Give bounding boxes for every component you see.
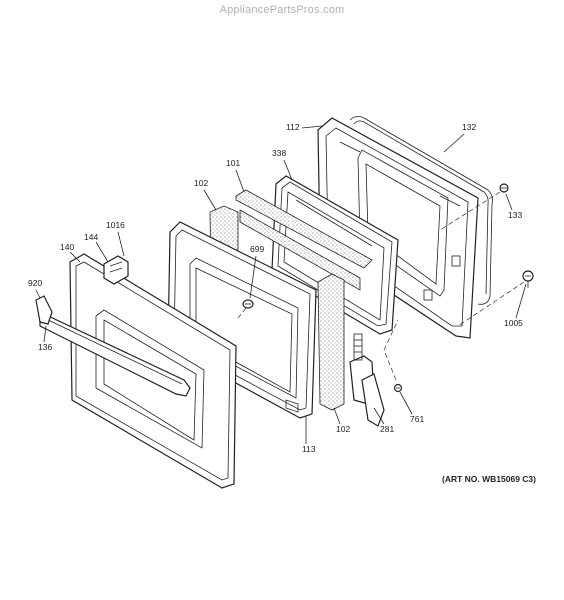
callout-102-lower: 102	[336, 424, 350, 434]
hinge-assembly	[349, 333, 385, 427]
art-number: (ART NO. WB15069 C3)	[442, 474, 536, 484]
insulation-bottom-strip	[239, 209, 361, 291]
insulation-right	[317, 273, 345, 411]
callout-112: 112	[286, 122, 300, 132]
callout-699: 699	[250, 244, 264, 254]
callout-920: 920	[28, 278, 42, 288]
screw-133	[499, 183, 509, 193]
callout-102-upper: 102	[194, 178, 208, 188]
callouts: 112 132 338 101 102 133 1016 144 140 699…	[28, 122, 527, 454]
callout-1016: 1016	[106, 220, 125, 230]
insulation-top	[235, 189, 373, 269]
callout-140: 140	[60, 242, 74, 252]
screw-1005	[522, 270, 534, 288]
callout-133: 133	[508, 210, 522, 220]
callout-101: 101	[226, 158, 240, 168]
screw-699	[242, 299, 254, 309]
callout-761: 761	[410, 414, 424, 424]
window-pack	[271, 175, 399, 335]
door-gasket	[349, 116, 493, 305]
callout-1005: 1005	[504, 318, 523, 328]
callout-136: 136	[38, 342, 52, 352]
callout-113: 113	[302, 444, 316, 454]
watermark-text: AppliancePartsPros.com	[219, 4, 345, 16]
screw-761	[393, 383, 403, 393]
callout-281: 281	[380, 424, 394, 434]
hinge-clip	[103, 255, 129, 285]
callout-132: 132	[462, 122, 476, 132]
callout-338: 338	[272, 148, 286, 158]
assembly-guide-lines	[237, 191, 525, 381]
callout-144: 144	[84, 232, 98, 242]
door-handle	[35, 295, 191, 397]
